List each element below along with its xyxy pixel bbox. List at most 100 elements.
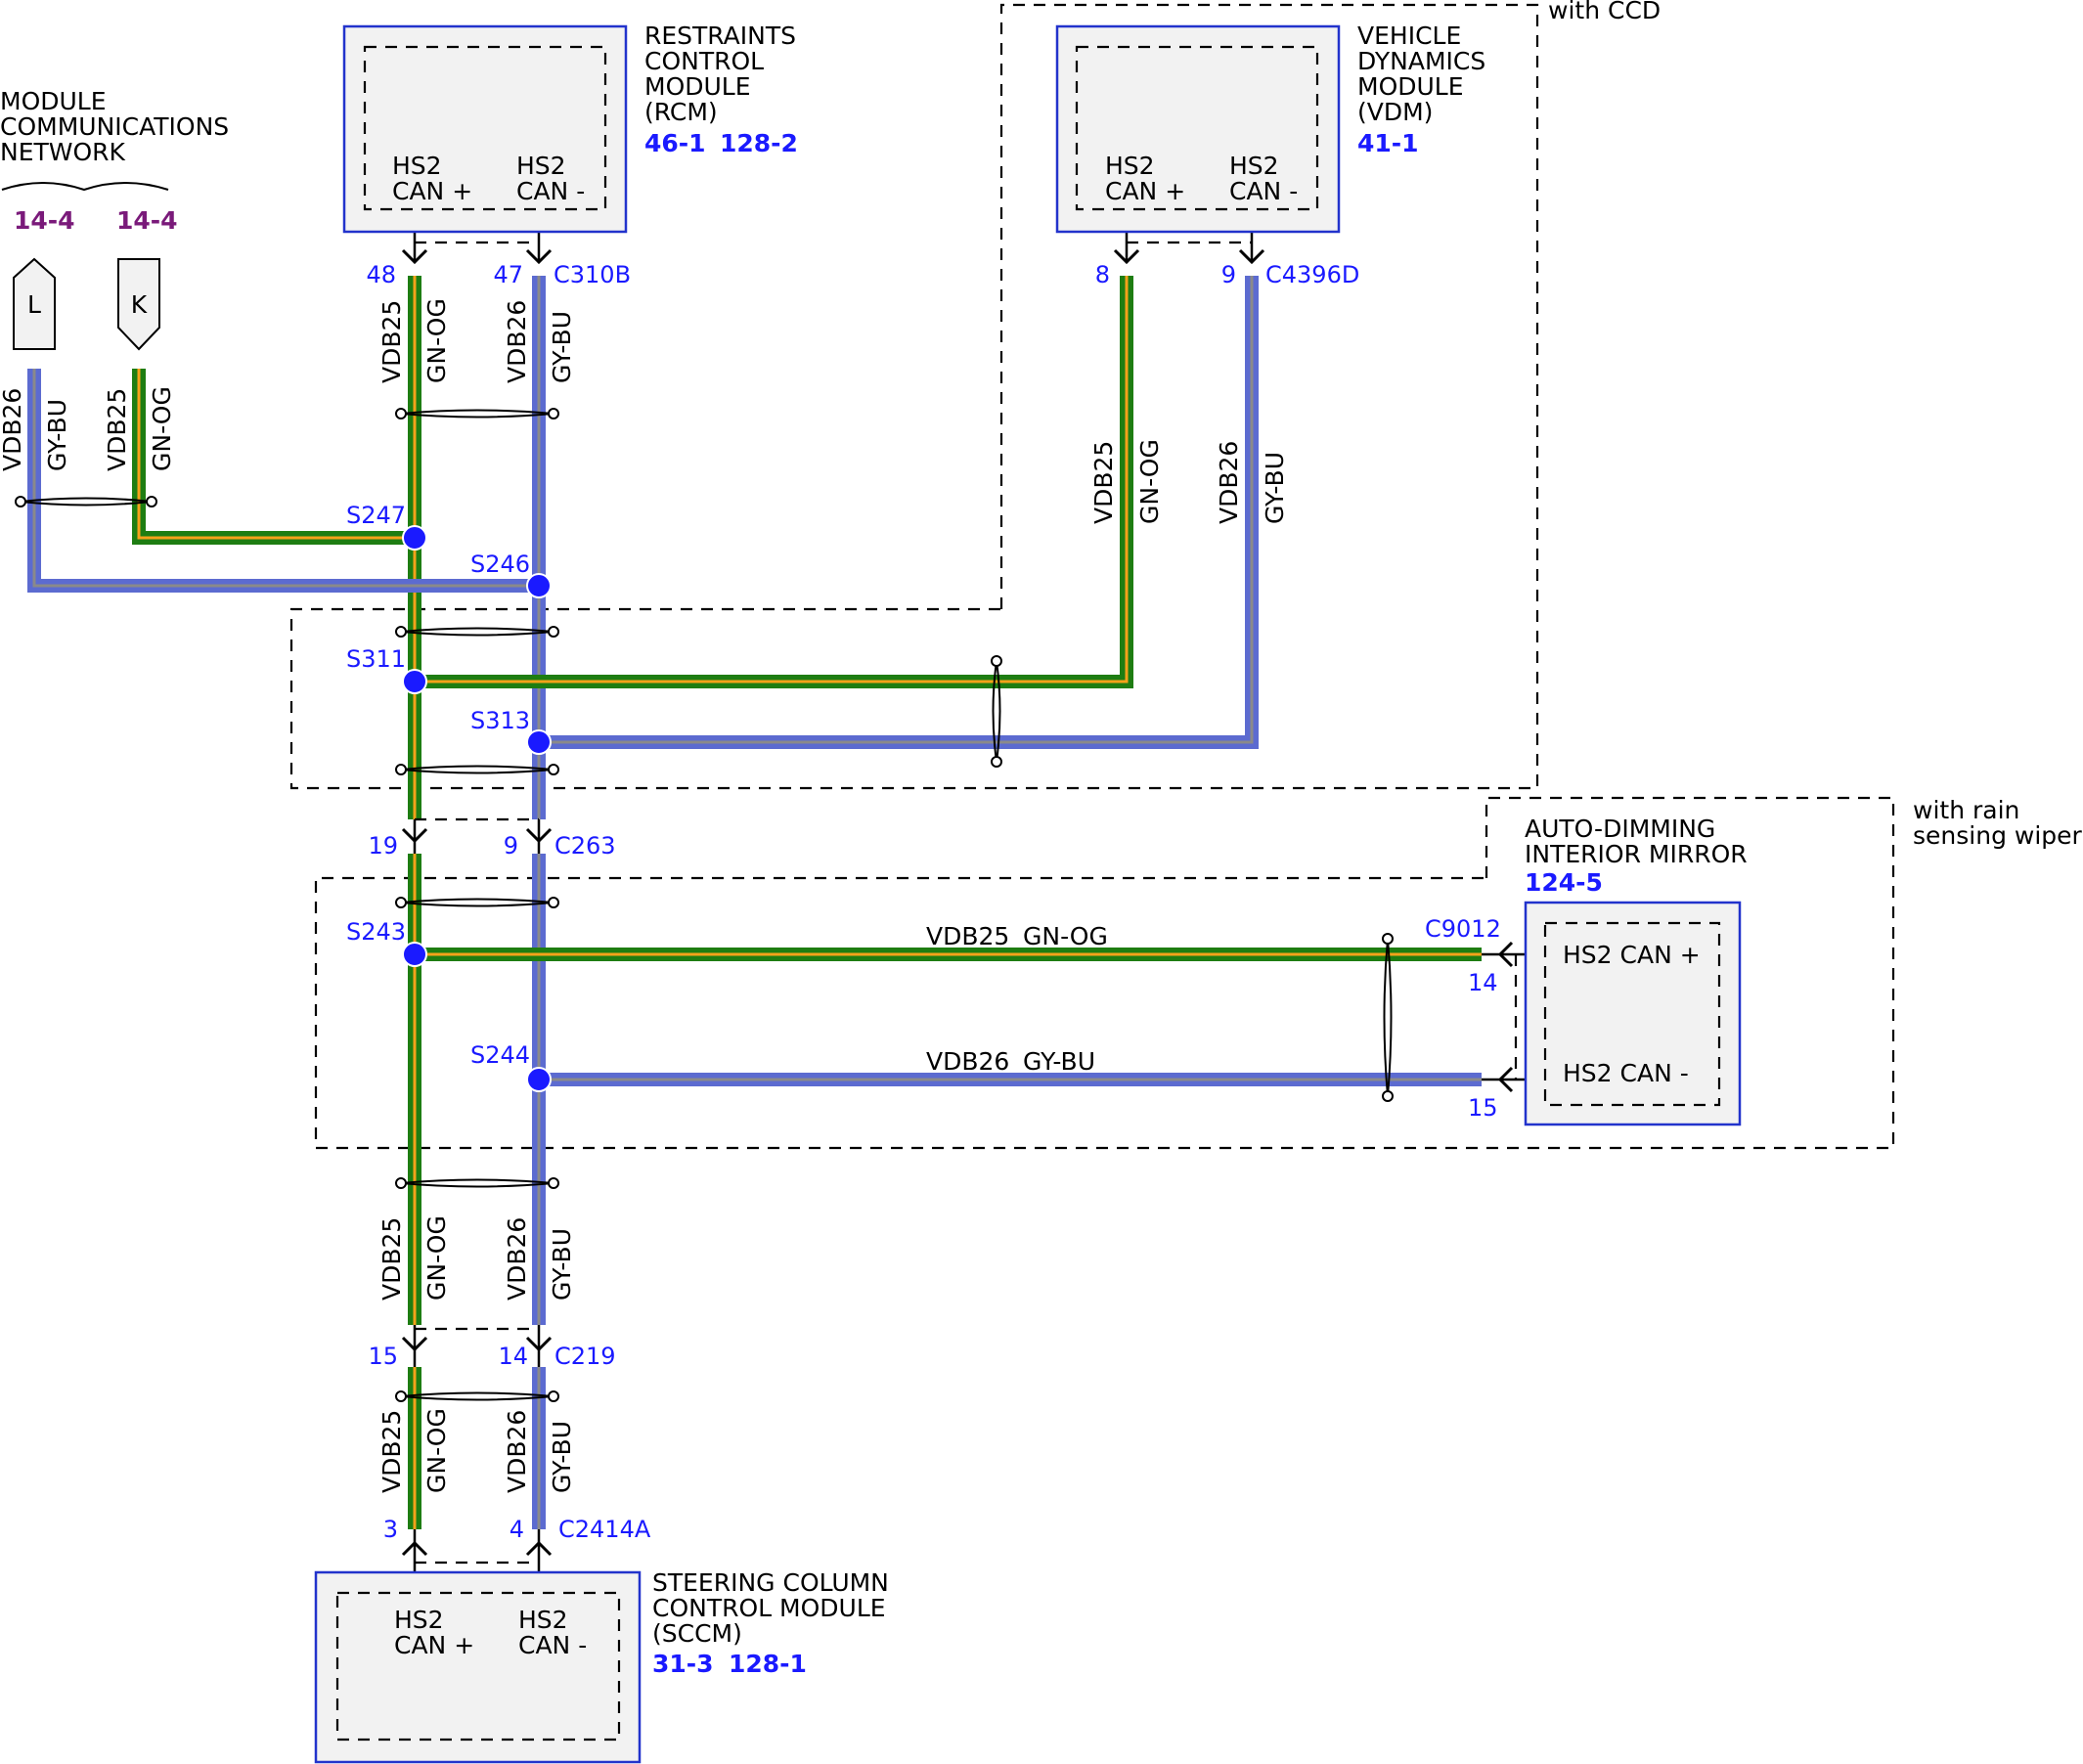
network-connector-k[interactable]: K	[117, 258, 160, 351]
wire-label-circuit: VDB26	[503, 1217, 531, 1301]
c263-pin-a: 19	[368, 832, 398, 860]
rcm-title: RESTRAINTS CONTROL MODULE (RCM) 46-1 128…	[644, 22, 798, 157]
vdm-pin-minus-line2: CAN -	[1229, 177, 1298, 205]
mirror-module: HS2 CAN + HS2 CAN -	[1524, 901, 1742, 1126]
sccm-name-line1: STEERING COLUMN	[652, 1568, 889, 1597]
wire-label-circuit: VDB26	[503, 1410, 531, 1493]
mirror-name-line1: AUTO-DIMMING	[1525, 815, 1715, 843]
twist-mark	[395, 897, 559, 908]
twist-mark	[395, 1390, 559, 1402]
wire-label-circuit: VDB25	[1089, 441, 1118, 524]
mirror-pin-b: 15	[1468, 1094, 1498, 1122]
wire-label-color: GY-BU	[548, 1421, 576, 1493]
rcm-pin-plus-line1: HS2	[392, 152, 442, 180]
twist-mark	[395, 626, 559, 638]
rcm-pin-b: 47	[493, 261, 523, 288]
splice-s246-dot	[526, 573, 552, 598]
network-connector-k-label: K	[131, 290, 148, 319]
network-connector-l-label: L	[27, 290, 41, 319]
splice-s313-label: S313	[470, 707, 530, 734]
c263-connector: C263	[554, 832, 616, 860]
twist-mark	[395, 764, 559, 775]
sccm-name-line2: CONTROL MODULE	[652, 1594, 886, 1622]
wire-label-circuit: VDB26	[503, 300, 531, 383]
splice-s243-dot	[402, 942, 427, 967]
wire-network-gy-bu	[27, 369, 539, 593]
vdm-name-line2: DYNAMICS	[1357, 47, 1485, 75]
twist-mark	[1382, 933, 1394, 1102]
vdm-name-line4: (VDM)	[1357, 98, 1433, 126]
sccm-pin-minus-line2: CAN -	[518, 1631, 587, 1659]
sccm-title: STEERING COLUMN CONTROL MODULE (SCCM) 31…	[652, 1568, 889, 1678]
splice-labels: S247 S246 S311 S313 S243 S244	[346, 502, 530, 1069]
wire-label-color: GN-OG	[1023, 922, 1108, 950]
network-title-line1: MODULE	[0, 87, 107, 115]
c219-pin-b: 14	[498, 1343, 528, 1370]
mirror-pin-minus: HS2 CAN -	[1563, 1059, 1689, 1087]
rcm-module: HS2 CAN + HS2 CAN -	[342, 24, 628, 234]
wire-harness	[27, 276, 1482, 1529]
wire-label-circuit: VDB26	[926, 1047, 1009, 1076]
network-section: MODULE COMMUNICATIONS NETWORK 14-4 14-4 …	[0, 87, 229, 351]
vdm-option-note: with CCD	[1548, 0, 1661, 24]
splice-s311-dot	[402, 669, 427, 694]
wire-label-color: GN-OG	[422, 1408, 451, 1493]
rcm-name-line3: MODULE	[644, 72, 751, 101]
network-connector-l[interactable]: L	[13, 257, 56, 350]
wire-label-color: GY-BU	[1261, 452, 1289, 524]
vdm-name-line3: MODULE	[1357, 72, 1464, 101]
rcm-pin-minus-line1: HS2	[516, 152, 566, 180]
wire-labels: VDB25 GN-OG VDB26 GY-BU VDB26 GY-BU VDB2…	[0, 298, 1289, 1493]
wire-label-circuit: VDB25	[926, 922, 1009, 950]
wire-label-circuit: VDB25	[377, 300, 406, 383]
sccm-connector: C2414A	[558, 1516, 651, 1543]
connector-marks	[401, 209, 1545, 1592]
mirror-title: AUTO-DIMMING INTERIOR MIRROR 124-5 with …	[1525, 796, 2083, 897]
wire-label-circuit: VDB25	[377, 1410, 406, 1493]
sccm-ref-1[interactable]: 31-3	[652, 1650, 714, 1678]
wire-label-circuit: VDB25	[377, 1217, 406, 1301]
mirror-ref-1[interactable]: 124-5	[1525, 868, 1603, 897]
c263-pin-b: 9	[504, 832, 518, 860]
c219-connector: C219	[554, 1343, 616, 1370]
mirror-name-line2: INTERIOR MIRROR	[1525, 840, 1748, 868]
c219-pin-a: 15	[368, 1343, 398, 1370]
wire-label-color: GN-OG	[1135, 439, 1164, 524]
rcm-pin-a: 48	[366, 261, 396, 288]
rcm-connector: C310B	[554, 261, 631, 288]
vdm-pin-plus-line2: CAN +	[1105, 177, 1185, 205]
wire-vdm-gy-bu	[539, 276, 1259, 749]
wire-label-circuit: VDB26	[1215, 441, 1243, 524]
rcm-ref-1[interactable]: 46-1	[644, 129, 706, 157]
splice-s246-label: S246	[470, 551, 530, 578]
wire-vdm-gn-og	[415, 276, 1133, 688]
twisted-pair-marks	[15, 408, 1394, 1402]
vdm-title: VEHICLE DYNAMICS MODULE (VDM) 41-1 with …	[1357, 0, 1661, 157]
mirror-connector: C9012	[1425, 915, 1501, 943]
sccm-pin-plus-line2: CAN +	[394, 1631, 474, 1659]
twist-mark	[395, 408, 559, 419]
vdm-pin-plus-line1: HS2	[1105, 152, 1155, 180]
splice-dots	[402, 525, 552, 1092]
splice-s247-label: S247	[346, 502, 406, 529]
mirror-option-line2: sensing wipers	[1913, 821, 2083, 850]
splice-s311-label: S311	[346, 645, 406, 673]
mirror-pin-plus: HS2 CAN +	[1563, 941, 1701, 969]
rcm-ref-2[interactable]: 128-2	[720, 129, 798, 157]
splice-s247-dot	[402, 525, 427, 551]
splice-s313-dot	[526, 729, 552, 755]
wire-label-color: GY-BU	[548, 311, 576, 383]
sccm-pin-plus-line1: HS2	[394, 1606, 444, 1634]
rcm-name-line2: CONTROL	[644, 47, 764, 75]
twist-mark	[15, 496, 157, 507]
sccm-module: HS2 CAN + HS2 CAN -	[314, 1570, 642, 1764]
wire-label-color: GY-BU	[1023, 1047, 1095, 1076]
sccm-ref-2[interactable]: 128-1	[729, 1650, 807, 1678]
wire-label-circuit: VDB26	[0, 388, 26, 471]
network-ref-left[interactable]: 14-4	[14, 206, 75, 235]
wire-network-gn-og	[132, 369, 415, 545]
vdm-ref-1[interactable]: 41-1	[1357, 129, 1419, 157]
network-ref-right[interactable]: 14-4	[116, 206, 178, 235]
wire-label-color: GN-OG	[422, 298, 451, 383]
